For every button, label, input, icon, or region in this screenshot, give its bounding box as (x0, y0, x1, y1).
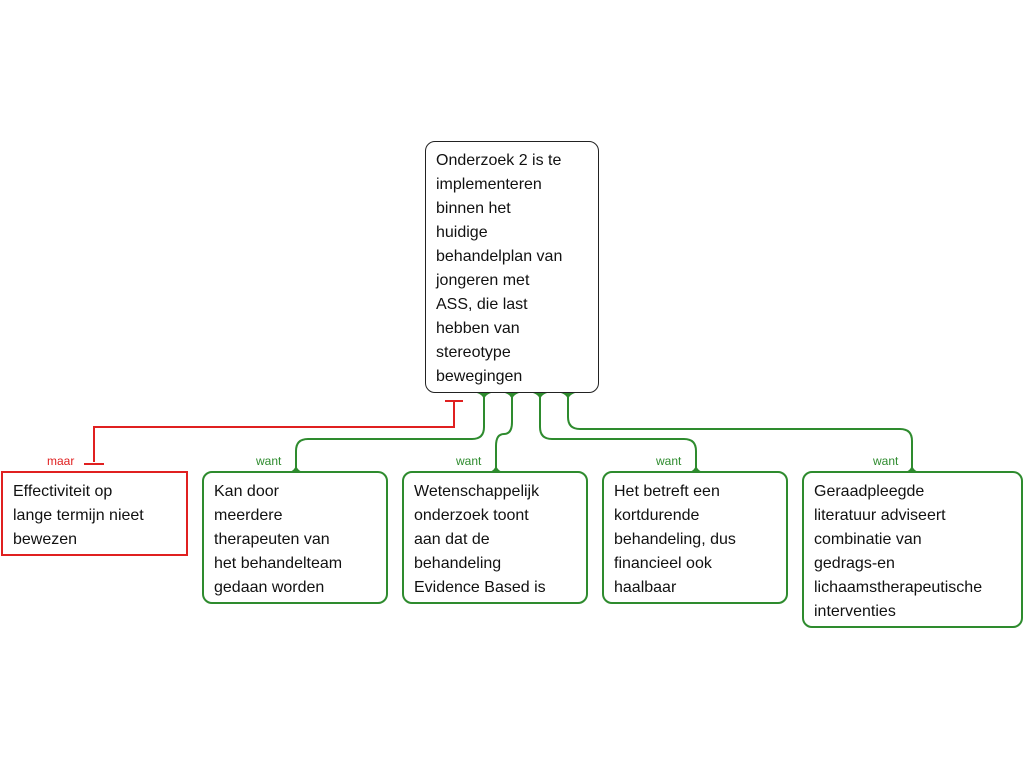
objection-connector-line (93, 401, 455, 462)
knob-top-4 (561, 393, 575, 402)
knob-bottom-2 (489, 463, 503, 472)
reason-text-4: Geraadpleegde literatuur adviseert combi… (814, 483, 983, 620)
objection-connector (84, 400, 463, 465)
reason-node-2[interactable]: Wetenschappelijk onderzoek toont aan dat… (402, 471, 588, 604)
connector-label-want-3: want (656, 454, 682, 468)
claim-node[interactable]: Onderzoek 2 is te implementeren binnen h… (425, 141, 599, 393)
reason-connector-3 (539, 396, 697, 470)
reason-node-4[interactable]: Geraadpleegde literatuur adviseert combi… (802, 471, 1023, 628)
reason-node-1[interactable]: Kan door meerdere therapeuten van het be… (202, 471, 388, 604)
objection-node[interactable]: Effectiviteit op lange termijn nieet bew… (1, 471, 188, 556)
reason-connector-2 (495, 396, 513, 470)
connector-label-want-4: want (873, 454, 899, 468)
knob-bottom-3 (689, 463, 703, 472)
reason-connector-knobs (289, 393, 919, 472)
connector-label-want-2: want (456, 454, 482, 468)
reason-text-3: Het betreft een kortdurende behandeling,… (614, 483, 736, 596)
knob-bottom-1 (289, 463, 303, 472)
claim-text: Onderzoek 2 is te implementeren binnen h… (436, 152, 563, 385)
reason-connector-4 (567, 396, 913, 470)
reason-connectors (295, 396, 913, 470)
objection-text: Effectiviteit op lange termijn nieet bew… (13, 483, 144, 548)
knob-top-3 (533, 393, 547, 402)
knob-top-1 (477, 393, 491, 402)
reason-text-1: Kan door meerdere therapeuten van het be… (214, 483, 343, 596)
reason-connector-1 (295, 396, 485, 470)
knob-bottom-4 (905, 463, 919, 472)
reason-text-2: Wetenschappelijk onderzoek toont aan dat… (414, 483, 546, 596)
reason-node-3[interactable]: Het betreft een kortdurende behandeling,… (602, 471, 788, 604)
connector-label-maar: maar (47, 454, 75, 468)
connector-label-want-1: want (256, 454, 282, 468)
knob-top-2 (505, 393, 519, 402)
